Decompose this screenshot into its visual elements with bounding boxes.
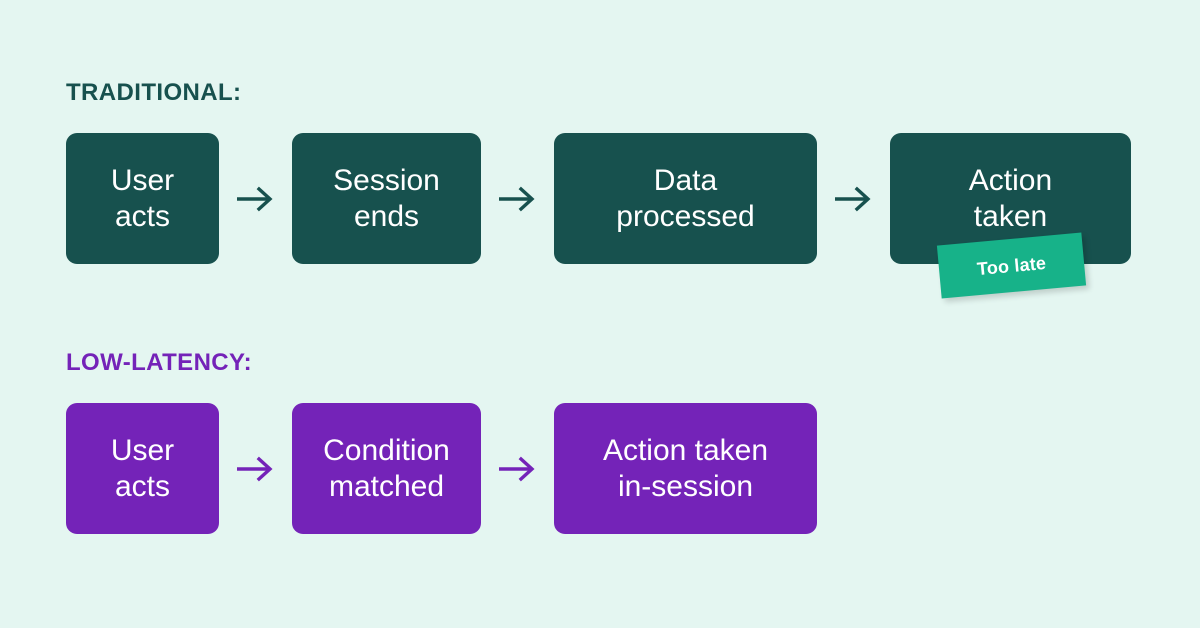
node-label: Action taken [969, 163, 1052, 233]
node-line-1: User [110, 434, 175, 468]
node-line-1: Action [968, 164, 1053, 198]
node-line-1: Action taken [602, 434, 769, 468]
node-line-2: in-session [617, 469, 754, 503]
node-condition-matched: Condition matched [292, 403, 481, 534]
status-badge-label: Too late [976, 252, 1047, 279]
arrow-right-icon [219, 133, 292, 264]
node-line-2: processed [616, 199, 755, 233]
node-line-1: Session [333, 164, 440, 198]
node-label: User acts [111, 433, 174, 503]
node-line-1: User [110, 164, 175, 198]
node-user-acts-low-latency: User acts [66, 403, 219, 534]
node-line-2: ends [353, 199, 420, 233]
node-line-2: acts [114, 199, 171, 233]
node-user-acts-traditional: User acts [66, 133, 219, 264]
node-label: User acts [111, 163, 174, 233]
node-line-2: matched [328, 469, 445, 503]
node-session-ends: Session ends [292, 133, 481, 264]
section-label-low-latency: LOW-LATENCY: [66, 349, 253, 376]
arrow-right-icon [219, 403, 292, 534]
node-line-1: Condition [323, 434, 450, 468]
node-line-2: taken [973, 199, 1048, 233]
node-label: Action taken in-session [603, 433, 768, 503]
arrow-right-icon [481, 133, 554, 264]
node-label: Data processed [616, 163, 754, 233]
flow-row-traditional: User acts Session ends Data [66, 133, 1131, 264]
section-label-traditional: TRADITIONAL: [66, 79, 242, 106]
node-label: Session ends [333, 163, 440, 233]
node-line-2: acts [114, 469, 171, 503]
node-action-taken-in-session: Action taken in-session [554, 403, 817, 534]
flow-row-low-latency: User acts Condition matched Acti [66, 403, 817, 534]
arrow-right-icon [817, 133, 890, 264]
node-label: Condition matched [323, 433, 450, 503]
arrow-right-icon [481, 403, 554, 534]
node-data-processed: Data processed [554, 133, 817, 264]
node-line-1: Data [653, 164, 718, 198]
